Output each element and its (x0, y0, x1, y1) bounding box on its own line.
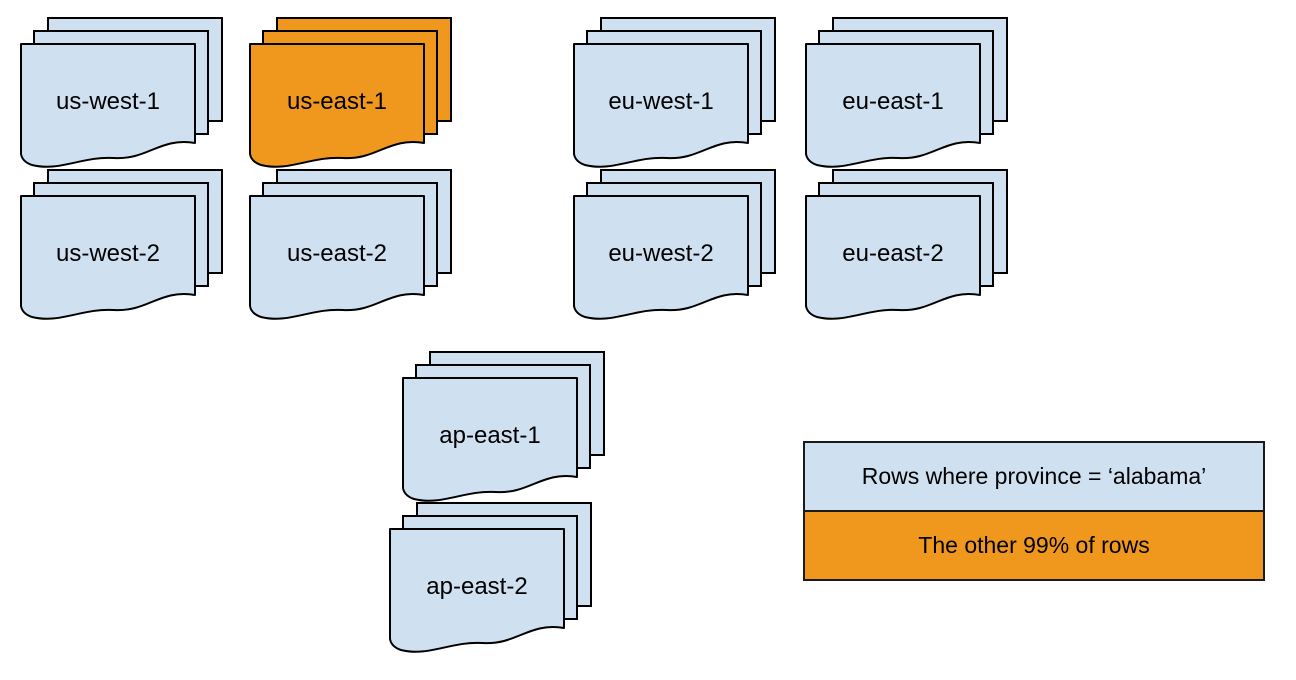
stack-eu-east-1: eu-east-1 (805, 17, 1008, 170)
document-shape (805, 195, 981, 320)
legend-label-alabama: Rows where province = ‘alabama’ (861, 463, 1207, 489)
stack-us-east-1: us-east-1 (249, 17, 452, 170)
stack-eu-west-1: eu-west-1 (573, 17, 776, 170)
stack-eu-west-2: eu-west-2 (573, 169, 776, 322)
document-shape (249, 195, 425, 320)
document-shape (20, 43, 196, 168)
document-shape (389, 528, 565, 653)
legend-label-other-rows: The other 99% of rows (918, 532, 1150, 558)
document-shape (805, 43, 981, 168)
legend-row-other-rows: The other 99% of rows (803, 510, 1265, 581)
document-shape (249, 43, 425, 168)
stack-eu-east-2: eu-east-2 (805, 169, 1008, 322)
legend: Rows where province = ‘alabama’ The othe… (803, 441, 1265, 583)
stack-ap-east-1: ap-east-1 (402, 351, 605, 504)
document-shape (402, 377, 578, 502)
stack-us-east-2: us-east-2 (249, 169, 452, 322)
stack-ap-east-2: ap-east-2 (389, 502, 592, 655)
document-shape (573, 43, 749, 168)
legend-row-alabama: Rows where province = ‘alabama’ (803, 441, 1265, 512)
document-shape (20, 195, 196, 320)
stack-us-west-1: us-west-1 (20, 17, 223, 170)
stack-us-west-2: us-west-2 (20, 169, 223, 322)
document-shape (573, 195, 749, 320)
